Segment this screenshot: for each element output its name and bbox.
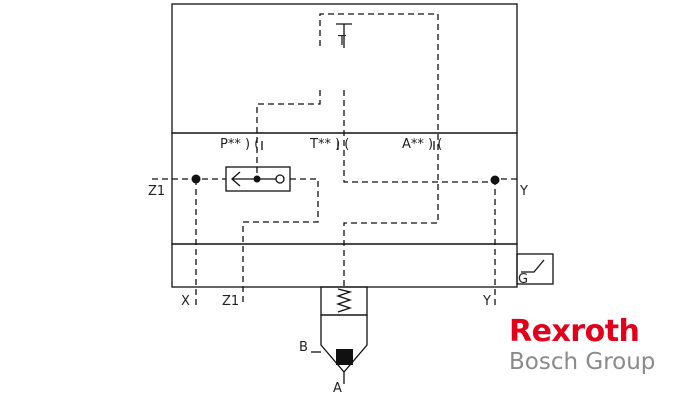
cartridge-poppet [336, 349, 353, 365]
junction-z1 [191, 174, 201, 184]
channel-t-dashed [343, 90, 501, 183]
pilot-line-z1-y [152, 178, 520, 305]
gauge-needle [521, 259, 545, 273]
logo-brand: Rexroth [509, 314, 640, 349]
label-x-bottom: X [181, 294, 190, 309]
t-channel-dashed [319, 13, 439, 287]
cartridge-body [320, 314, 368, 374]
gauge-box [516, 253, 554, 285]
label-t-top: T [337, 34, 346, 49]
cartridge-spring-box [320, 286, 368, 316]
label-a-bottom: A [333, 381, 342, 396]
label-z1-left: Z1 [148, 184, 165, 199]
label-b-port: B [299, 340, 308, 355]
label-t-port: T** ) ( [309, 137, 349, 152]
label-z1-bottom: Z1 [222, 294, 239, 309]
label-y-right: Y [519, 184, 528, 199]
shuttle-valve-box [225, 166, 291, 192]
shuttle-ball [275, 174, 285, 184]
label-y-bottom: Y [482, 294, 491, 309]
junction-y [490, 175, 500, 185]
tank-symbol [336, 23, 352, 48]
label-a-port: A** ) ( [402, 137, 442, 152]
shuttle-node [253, 175, 261, 183]
cartridge-spring [335, 288, 353, 313]
logo-group: Bosch Group [509, 349, 656, 375]
port-ticks [261, 141, 435, 150]
rexroth-logo: Rexroth Bosch Group [509, 314, 669, 376]
label-gauge-g: G [518, 272, 528, 287]
label-p-port: P** ) ( [220, 137, 259, 152]
channel-p-dashed [256, 90, 321, 178]
